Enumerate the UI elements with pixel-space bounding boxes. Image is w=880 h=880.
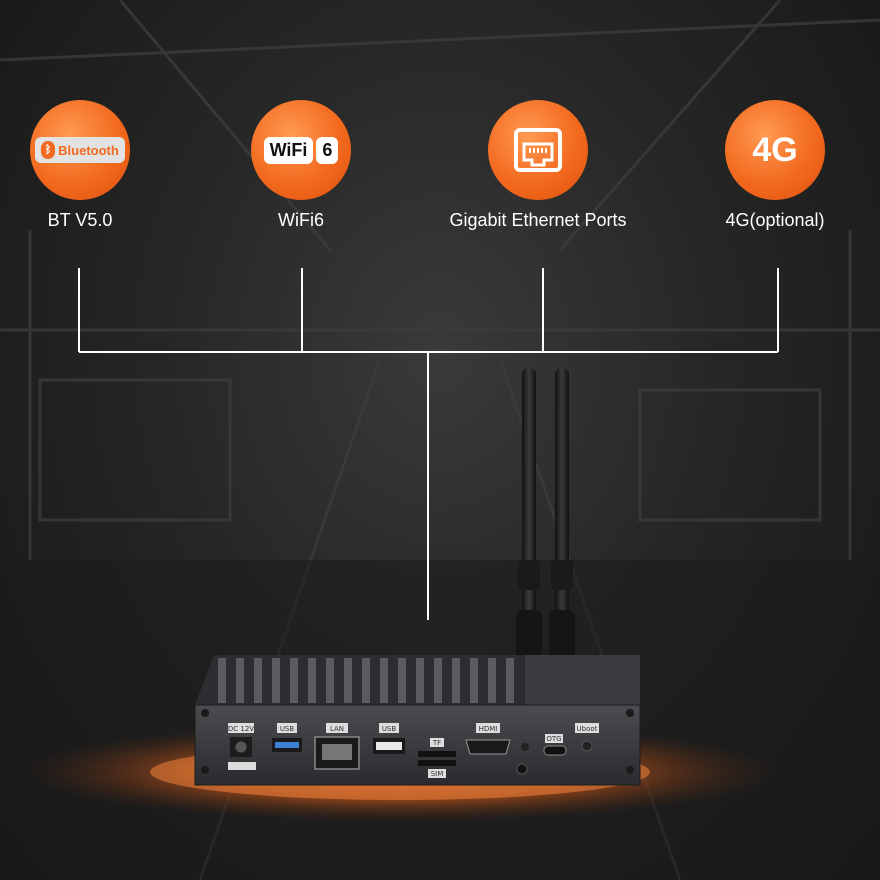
port-label-tf: TF bbox=[432, 739, 441, 747]
4g-circle: 4G bbox=[725, 100, 825, 200]
ethernet-port-icon bbox=[514, 128, 562, 172]
port-label-usb2: USB bbox=[382, 725, 397, 733]
wifi6-icon: WiFi 6 bbox=[263, 136, 339, 164]
bluetooth-icon: ᛒ Bluetooth bbox=[35, 137, 125, 163]
feature-label-ethernet: Gigabit Ethernet Ports bbox=[449, 210, 627, 230]
port-label-dc: DC 12V bbox=[228, 725, 254, 733]
port-label-otg: OTG bbox=[546, 735, 561, 743]
bluetooth-circle: ᛒ Bluetooth bbox=[30, 100, 130, 200]
io-ports bbox=[228, 736, 593, 775]
feature-wifi: WiFi 6 WiFi6 bbox=[201, 100, 401, 231]
ethernet-circle bbox=[488, 100, 588, 200]
feature-label-bt: BT V5.0 bbox=[47, 210, 113, 230]
feature-label-4g: 4G(optional) bbox=[725, 210, 825, 230]
feature-label-wifi: WiFi6 bbox=[278, 210, 324, 230]
feature-bluetooth: ᛒ Bluetooth BT V5.0 bbox=[0, 100, 180, 231]
antennas bbox=[516, 368, 575, 660]
feature-4g: 4G 4G(optional) bbox=[675, 100, 875, 231]
port-label-usb1: USB bbox=[280, 725, 295, 733]
port-label-hdmi: HDMI bbox=[479, 725, 498, 733]
port-label-uboot: Uboot bbox=[577, 725, 598, 733]
feature-ethernet: Gigabit Ethernet Ports bbox=[438, 100, 638, 231]
port-label-lan: LAN bbox=[330, 725, 344, 733]
wifi-circle: WiFi 6 bbox=[251, 100, 351, 200]
port-label-sim: SIM bbox=[431, 770, 444, 778]
4g-icon: 4G bbox=[752, 130, 798, 169]
